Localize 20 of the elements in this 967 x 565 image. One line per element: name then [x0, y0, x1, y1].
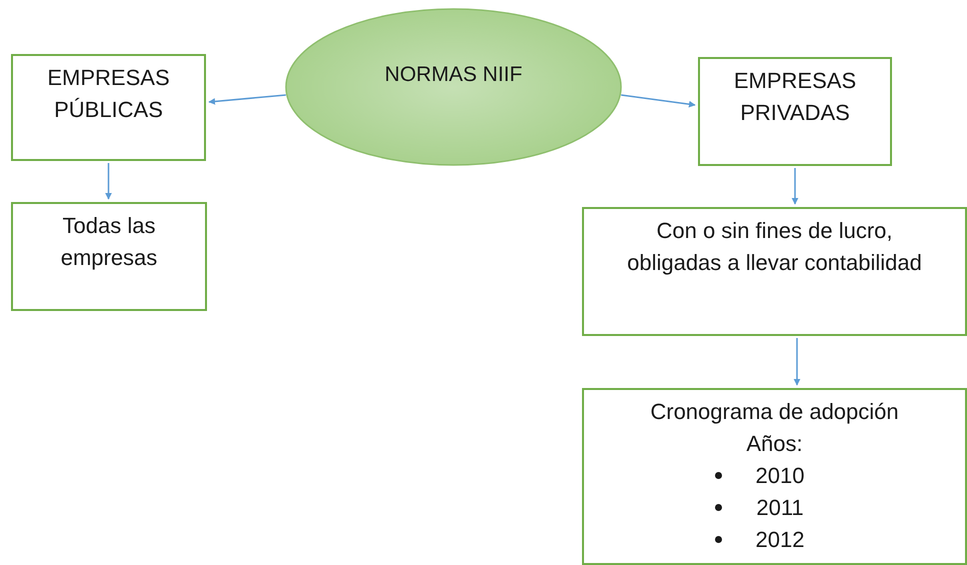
node-text: NORMAS NIIF — [384, 62, 522, 88]
list-item-text: 2012 — [756, 526, 804, 554]
process-box — [698, 57, 892, 166]
process-box — [11, 54, 206, 161]
arrow — [792, 168, 798, 205]
node-text: Años: — [745, 430, 804, 458]
node-text: EMPRESAS PRIVADAS — [732, 67, 858, 127]
list-item-text: 2011 — [756, 494, 804, 522]
arrow — [105, 163, 112, 200]
process-box — [582, 207, 967, 336]
node-text: Con o sin fines de lucro, obligadas a llevar contabilidad — [626, 217, 923, 277]
arrow — [621, 94, 696, 108]
node-text: EMPRESAS PÚBLICAS — [46, 64, 171, 124]
list-item-text: 2010 — [756, 462, 804, 490]
arrow — [794, 338, 800, 386]
process-box — [11, 202, 207, 311]
node-text: Cronograma de adopción — [649, 398, 900, 426]
arrow — [208, 94, 286, 105]
node-text: Todas las empresas — [60, 212, 158, 272]
process-box — [582, 388, 967, 565]
